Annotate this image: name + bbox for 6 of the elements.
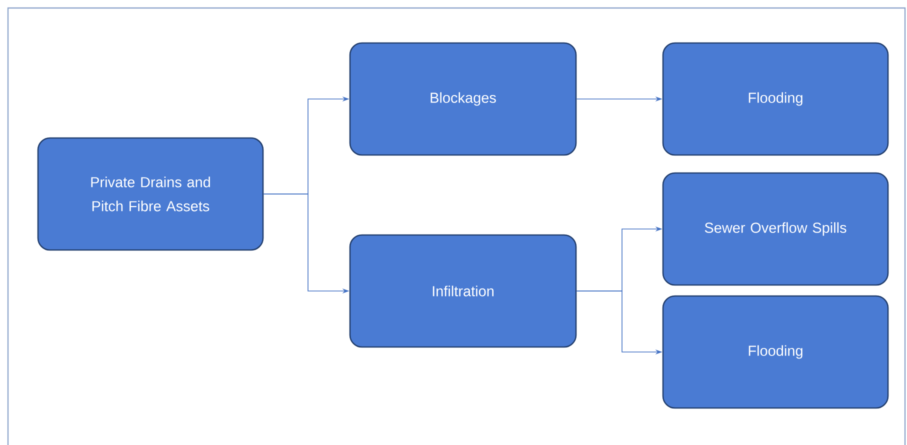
process-box: Blockages (349, 42, 577, 156)
process-box: Private Drains and Pitch Fibre Assets (37, 137, 264, 251)
process-box: Infiltration (349, 234, 577, 348)
process-box: Flooding (662, 295, 889, 409)
process-box: Flooding (662, 42, 889, 156)
process-box: Sewer Overflow Spills (662, 172, 889, 286)
